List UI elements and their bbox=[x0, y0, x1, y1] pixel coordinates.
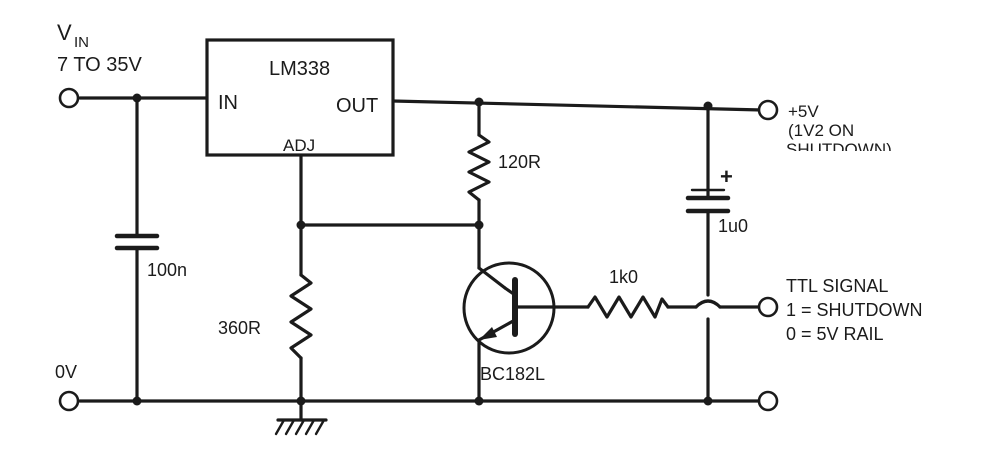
pin-adj-label: ADJ bbox=[283, 136, 315, 155]
ground-symbol bbox=[274, 418, 328, 436]
terminal-ttl bbox=[757, 296, 779, 318]
terminal-vin bbox=[58, 87, 80, 109]
ground-rail-label: 0V bbox=[55, 362, 77, 382]
lm338-regulator: LM338 IN OUT ADJ bbox=[205, 38, 395, 157]
resistor-120r-label: 120R bbox=[498, 152, 541, 172]
vin-subscript: IN bbox=[74, 34, 89, 51]
transistor-label: BC182L bbox=[480, 364, 545, 384]
vin-range: 7 TO 35V bbox=[57, 54, 143, 76]
control-labels: TTL SIGNAL 1 = SHUTDOWN 0 = 5V RAIL bbox=[786, 276, 923, 344]
resistor-120r: 120R bbox=[467, 133, 541, 202]
resistor-360r-label: 360R bbox=[218, 318, 261, 338]
regulator-name: LM338 bbox=[269, 58, 330, 80]
capacitor-100n: 100n bbox=[114, 233, 187, 280]
resistor-1k0: 1k0 bbox=[586, 267, 670, 319]
capacitor-1u0: + 1u0 bbox=[685, 164, 748, 236]
ttl-signal-label: TTL SIGNAL bbox=[786, 276, 888, 296]
output-labels: +5V (1V2 ON SHUTDOWN) bbox=[780, 102, 940, 163]
wiring bbox=[78, 96, 764, 422]
capacitor-1u0-label: 1u0 bbox=[718, 216, 748, 236]
ttl-rail-label: 0 = 5V RAIL bbox=[786, 324, 884, 344]
resistor-1k0-label: 1k0 bbox=[609, 267, 638, 287]
capacitor-polarity-plus: + bbox=[720, 164, 733, 189]
terminal-0v bbox=[58, 390, 80, 412]
terminal-ground-out bbox=[757, 390, 779, 412]
output-note-line1: (1V2 ON bbox=[788, 121, 854, 140]
terminals bbox=[58, 87, 779, 412]
junction-dots bbox=[132, 93, 713, 406]
transistor-bc182l: BC182L bbox=[462, 261, 556, 384]
terminal-5v-out bbox=[757, 99, 779, 121]
resistor-360r: 360R bbox=[218, 273, 313, 360]
ttl-shutdown-label: 1 = SHUTDOWN bbox=[786, 300, 923, 320]
input-labels: V IN 7 TO 35V 0V bbox=[55, 20, 143, 382]
pin-out-label: OUT bbox=[336, 95, 378, 117]
pin-in-label: IN bbox=[218, 92, 238, 114]
output-voltage-label: +5V bbox=[788, 102, 819, 121]
vin-label: V bbox=[57, 20, 72, 45]
capacitor-100n-label: 100n bbox=[147, 260, 187, 280]
